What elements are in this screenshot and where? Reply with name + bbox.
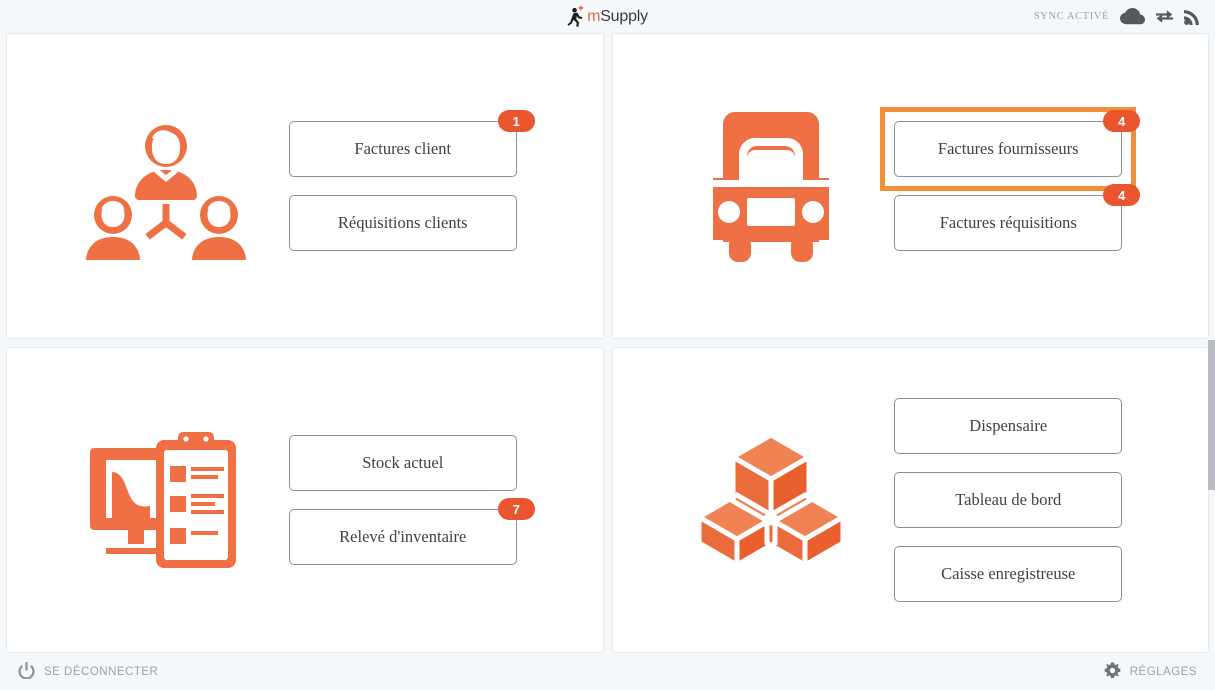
button-wrap-factures-fournisseurs: Factures fournisseurs 4 — [880, 107, 1141, 191]
button-requisitions-clients[interactable]: Réquisitions clients — [288, 195, 517, 251]
badge-releve-inventaire: 7 — [497, 498, 535, 520]
badge-factures-fournisseurs: 4 — [1103, 110, 1141, 132]
panel-customers: Factures client 1 Réquisitions clients — [6, 33, 604, 339]
sync-arrows-icon[interactable] — [1156, 9, 1173, 24]
panel-dispensary: Dispensaire Tableau de bord Caisse enreg… — [611, 347, 1209, 653]
button-column-stock: Stock actuel Relevé d'inventaire 7 — [288, 435, 535, 565]
settings-label: RÉGLAGES — [1129, 665, 1197, 678]
button-column-dispensary: Dispensaire Tableau de bord Caisse enreg… — [894, 398, 1123, 602]
panel-suppliers: Factures fournisseurs 4 Factures réquisi… — [611, 33, 1209, 339]
sync-status-area: SYNC ACTIVÉ — [1034, 0, 1201, 33]
button-wrap-requisitions-clients: Réquisitions clients — [288, 195, 517, 251]
monitor-clipboard-icon — [81, 430, 251, 570]
app-footer: SE DÉCONNECTER RÉGLAGES — [0, 653, 1215, 690]
truck-icon — [686, 110, 856, 262]
logo-text-m: m — [587, 7, 601, 25]
button-column-customers: Factures client 1 Réquisitions clients — [288, 110, 535, 251]
button-wrap-releve-inventaire: Relevé d'inventaire 7 — [288, 498, 535, 565]
button-wrap-factures-client: Factures client 1 — [288, 110, 535, 177]
app-header: mSupply SYNC ACTIVÉ — [0, 0, 1215, 33]
gear-icon — [1104, 661, 1121, 682]
vertical-scrollbar-track[interactable] — [1208, 33, 1215, 653]
button-factures-fournisseurs[interactable]: Factures fournisseurs — [894, 121, 1123, 177]
button-wrap-factures-requisitions: Factures réquisitions 4 — [894, 184, 1141, 251]
logo-text-supply: Supply — [600, 7, 648, 25]
badge-factures-requisitions: 4 — [1103, 184, 1141, 206]
button-wrap-dispensaire: Dispensaire — [894, 398, 1123, 454]
button-column-suppliers: Factures fournisseurs 4 Factures réquisi… — [880, 107, 1141, 251]
logo-text: mSupply — [587, 8, 648, 26]
power-icon — [18, 661, 35, 682]
button-factures-client[interactable]: Factures client — [288, 121, 517, 177]
settings-button[interactable]: RÉGLAGES — [1104, 661, 1197, 682]
button-stock-actuel[interactable]: Stock actuel — [288, 435, 517, 491]
running-person-icon — [567, 5, 585, 28]
button-tableau-de-bord[interactable]: Tableau de bord — [894, 472, 1123, 528]
signal-icon[interactable] — [1184, 8, 1201, 25]
msupply-logo: mSupply — [567, 5, 648, 28]
logout-button[interactable]: SE DÉCONNECTER — [18, 661, 159, 682]
boxes-icon — [686, 433, 856, 567]
dashboard-grid: Factures client 1 Réquisitions clients — [6, 33, 1209, 653]
panel-stock: Stock actuel Relevé d'inventaire 7 — [6, 347, 604, 653]
button-factures-requisitions[interactable]: Factures réquisitions — [894, 195, 1123, 251]
logout-label: SE DÉCONNECTER — [44, 665, 159, 678]
button-wrap-caisse-enregistreuse: Caisse enregistreuse — [894, 546, 1123, 602]
vertical-scrollbar-thumb[interactable] — [1208, 340, 1215, 490]
people-group-icon — [81, 112, 251, 260]
cloud-icon[interactable] — [1120, 8, 1145, 25]
button-releve-inventaire[interactable]: Relevé d'inventaire — [288, 509, 517, 565]
button-wrap-tableau-de-bord: Tableau de bord — [894, 472, 1123, 528]
sync-status-label: SYNC ACTIVÉ — [1033, 11, 1109, 22]
badge-factures-client: 1 — [497, 110, 535, 132]
button-caisse-enregistreuse[interactable]: Caisse enregistreuse — [894, 546, 1123, 602]
button-wrap-stock-actuel: Stock actuel — [288, 435, 517, 491]
button-dispensaire[interactable]: Dispensaire — [894, 398, 1123, 454]
